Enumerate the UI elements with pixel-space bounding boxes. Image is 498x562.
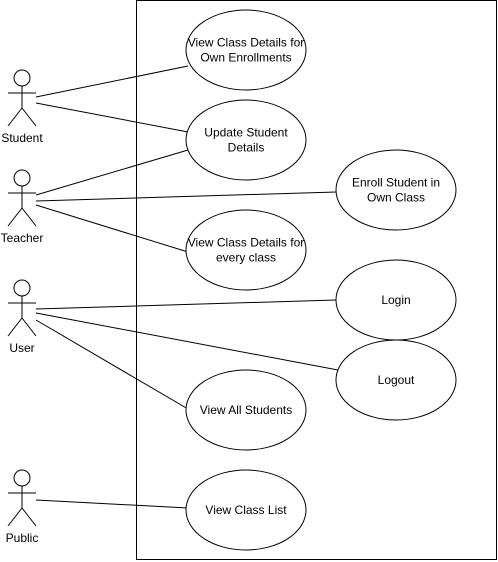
use-case-label: View All Students: [200, 403, 293, 417]
actor-leg-right: [21, 207, 37, 227]
use-case-label: Login: [381, 293, 410, 307]
use-case-login[interactable]: Login: [335, 259, 457, 341]
actor-leg-right: [21, 107, 37, 127]
use-case-ellipse: [185, 209, 307, 291]
use-case-label: View Class List: [205, 503, 287, 517]
association-public-view-class-list: [35, 499, 189, 509]
use-case-label: Logout: [378, 373, 415, 387]
use-case-label: Update Student: [204, 126, 288, 140]
use-case-ellipse: [185, 369, 307, 451]
actor-head: [13, 69, 31, 87]
use-case-ellipse: [335, 149, 457, 231]
association-lines: [35, 65, 339, 509]
association-user-logout: [35, 312, 339, 371]
use-case-label: every class: [216, 251, 276, 265]
use-case-ellipse: [185, 99, 307, 181]
use-case-ellipse: [185, 9, 307, 91]
use-case-ellipse: [335, 339, 457, 421]
actor-label: Student: [1, 131, 43, 145]
association-user-view-all-students: [35, 319, 189, 410]
use-case-logout[interactable]: Logout: [335, 339, 457, 421]
actor-leg-right: [21, 507, 37, 527]
actor-teacher[interactable]: Teacher: [1, 169, 44, 245]
association-teacher-enroll-student: [35, 191, 337, 202]
actor-leg-left: [7, 317, 23, 337]
association-teacher-update-student: [35, 149, 189, 196]
use-case-label: Own Enrollments: [200, 51, 291, 65]
actor-label: Teacher: [1, 231, 44, 245]
association-student-update-student: [35, 102, 189, 133]
use-case-label: Details: [228, 141, 265, 155]
actor-leg-right: [21, 317, 37, 337]
use-case-label: View Class Details for: [188, 36, 304, 50]
actor-head: [13, 279, 31, 297]
use-case-ellipse: [185, 469, 307, 551]
actor-leg-left: [7, 207, 23, 227]
actor-student[interactable]: Student: [1, 69, 43, 145]
actor-user[interactable]: User: [7, 279, 37, 355]
actor-label: Public: [6, 531, 39, 545]
association-user-login: [35, 299, 337, 310]
association-teacher-view-every: [35, 204, 189, 253]
actor-leg-left: [7, 107, 23, 127]
use-case-label: View Class Details for: [188, 236, 304, 250]
actor-public[interactable]: Public: [6, 469, 39, 545]
use-case-view-class-list[interactable]: View Class List: [185, 469, 307, 551]
actor-leg-left: [7, 507, 23, 527]
actor-label: User: [9, 341, 34, 355]
use-case-label: Enroll Student in: [352, 176, 440, 190]
actor-head: [13, 169, 31, 187]
association-student-view-own: [35, 65, 189, 98]
use-case-label: Own Class: [367, 191, 425, 205]
use-case-view-all-students[interactable]: View All Students: [185, 369, 307, 451]
actor-head: [13, 469, 31, 487]
